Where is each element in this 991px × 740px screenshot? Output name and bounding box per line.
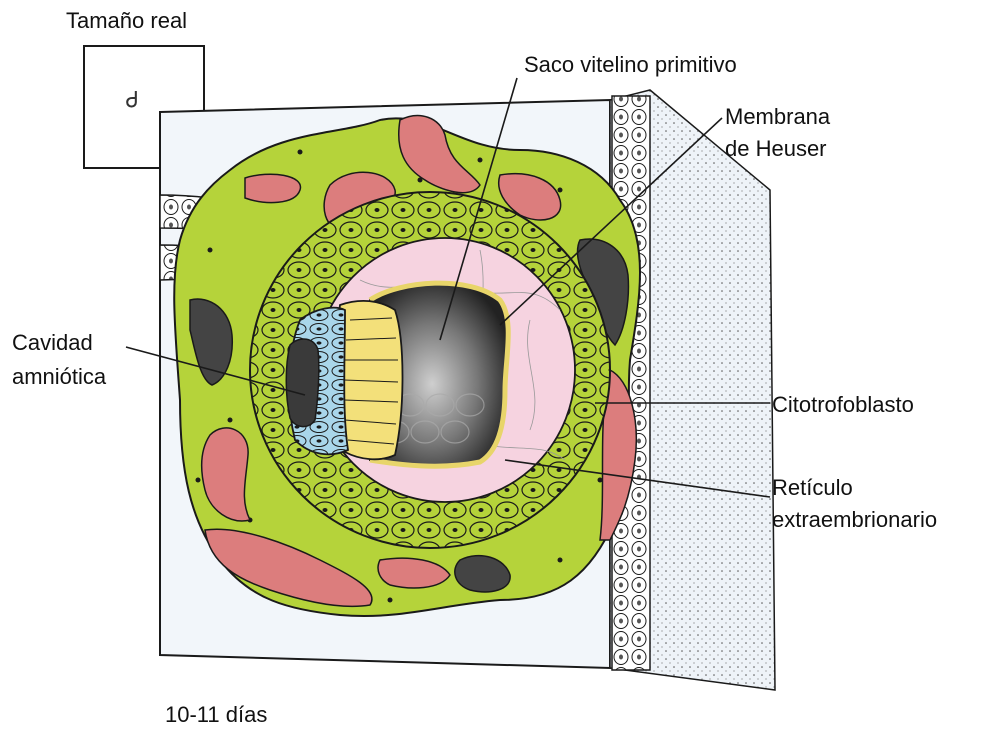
label-cavidad-line1: Cavidad [12,330,93,355]
actual-size-glyph: Ꮷ [126,88,138,113]
label-cavidad-line2: amniótica [12,364,107,389]
label-membrana-line1: Membrana [725,104,831,129]
caption: 10-11 días [165,702,267,727]
leader-cavidad [125,346,306,396]
leader-membrana [499,117,723,326]
label-reticulo-line2: extraembrionario [772,507,938,532]
stroma-cavities [189,238,630,593]
primitive-yolk-sac [368,280,511,469]
leader-reticulo [504,459,771,498]
amniotic-cavity [285,338,320,428]
label-membrana-line2: de Heuser [725,136,827,161]
label-saco-vitelino: Saco vitelino primitivo [524,52,737,77]
label-citotrofoblasto: Citotrofoblasto [772,392,914,417]
label-reticulo-line1: Retículo [772,475,853,500]
leader-saco-vitelino [439,77,518,341]
leader-lines [125,77,771,498]
size-label: Tamaño real [66,8,188,33]
